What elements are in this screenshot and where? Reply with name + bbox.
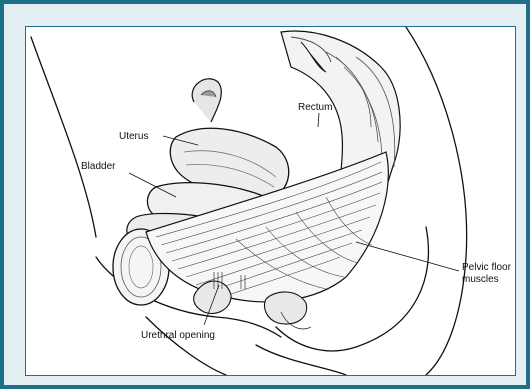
uterus-label: Uterus	[119, 131, 148, 142]
rectum-leader	[318, 113, 319, 127]
bladder-label: Bladder	[81, 161, 116, 172]
pelvic-floor-label-line1: Pelvic floor	[462, 262, 512, 273]
illustration-panel: Uterus Rectum Bladder Pelvic floor muscl…	[25, 26, 516, 376]
lower-thigh-outline	[146, 317, 226, 375]
rectum-label: Rectum	[298, 102, 332, 113]
uterus-structure	[170, 79, 289, 198]
pelvic-floor-label-line2: muscles	[462, 274, 499, 285]
pelvic-floor-leader	[356, 242, 459, 271]
pelvic-anatomy-illustration: Uterus Rectum Bladder Pelvic floor muscl…	[26, 27, 515, 375]
inner-fold	[256, 345, 346, 375]
front-body-outline	[31, 37, 96, 237]
urethral-opening-label: Urethral opening	[141, 330, 215, 341]
body-back-outline	[406, 27, 467, 375]
